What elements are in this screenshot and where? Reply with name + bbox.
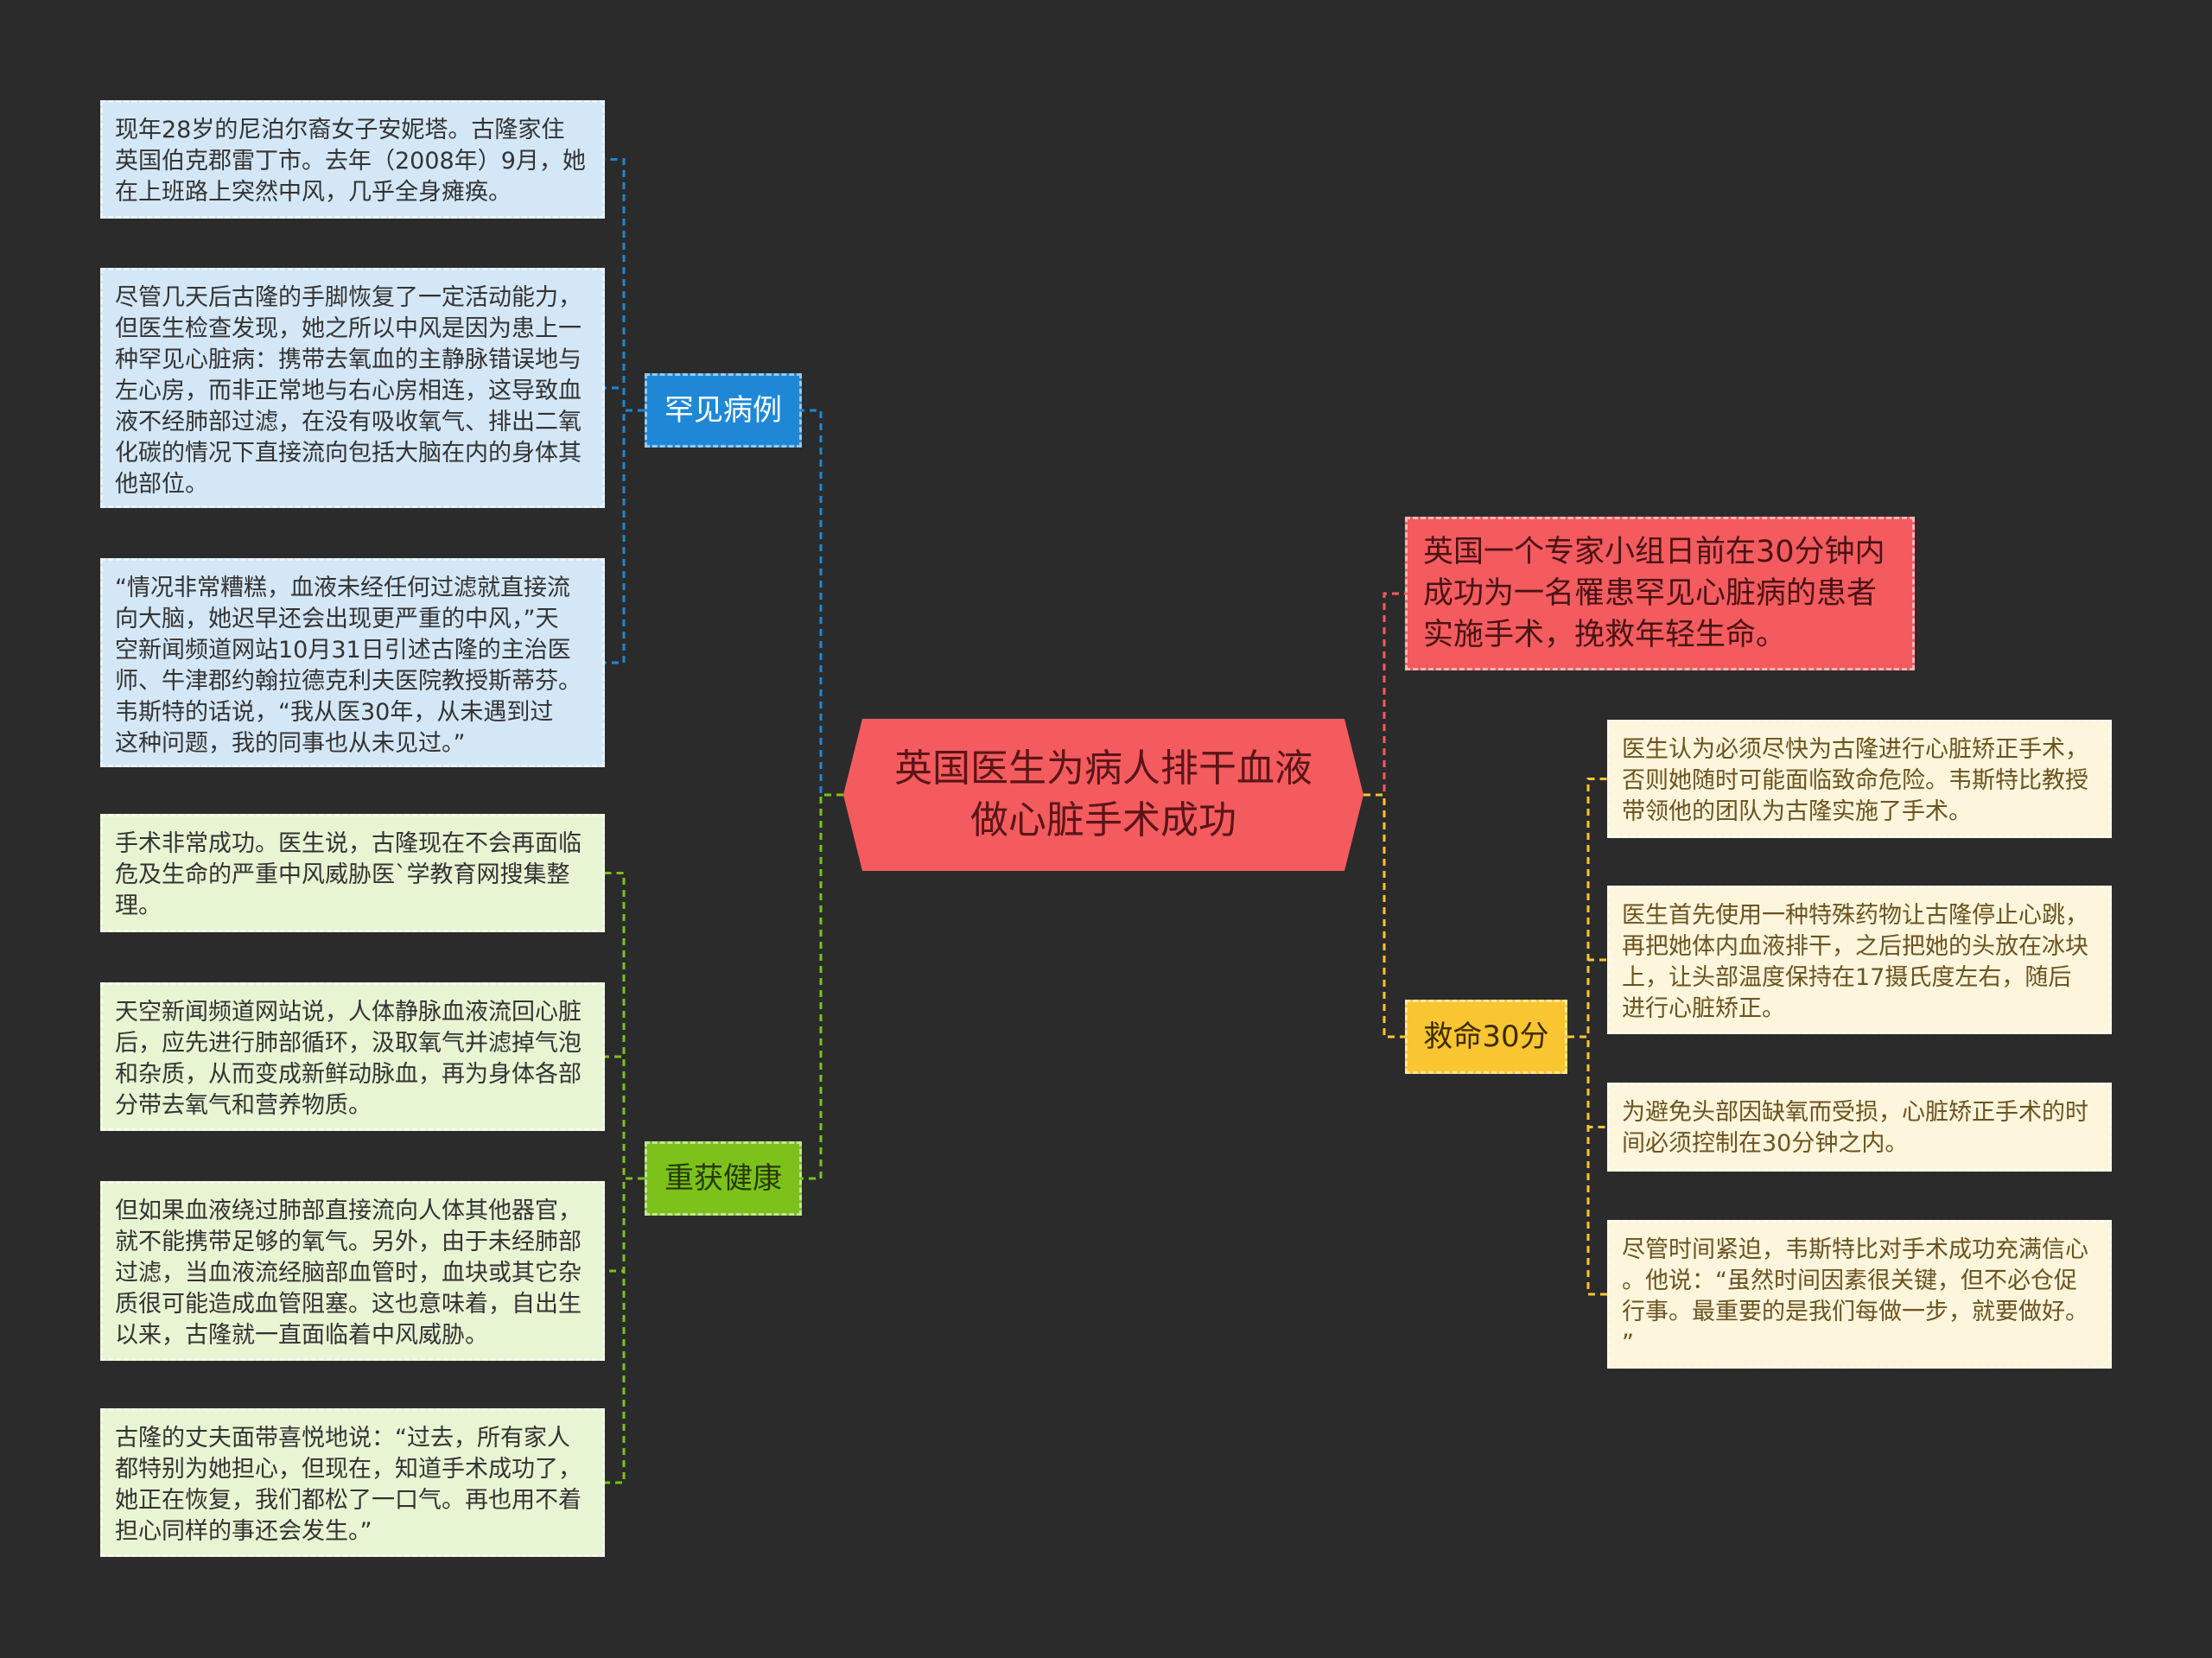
branch-recovery[interactable]: 重获健康 <box>645 1141 802 1216</box>
connector-l-health-3 <box>605 1177 645 1484</box>
leaf-rescue-4[interactable]: 尽管时间紧迫，韦斯特比对手术成功充满信心 。他说：“虽然时间因素很关键，但不必仓… <box>1607 1220 2112 1369</box>
central-topic[interactable]: 英国医生为病人排干血液 做心脏手术成功 <box>843 719 1363 871</box>
connector-l-rare-0 <box>605 158 645 412</box>
connector-l-rare-1 <box>605 386 645 412</box>
leaf-rescue-3[interactable]: 为避免头部因缺氧而受损，心脏矫正手术的时 间必须控制在30分钟之内。 <box>1607 1083 2112 1172</box>
branch-rare-cases[interactable]: 罕见病例 <box>645 373 802 448</box>
leaf-recovery-3[interactable]: 但如果血液绕过肺部直接流向人体其他器官， 就不能携带足够的氧气。另外，由于未经肺… <box>100 1181 605 1361</box>
leaf-rescue-2[interactable]: 医生首先使用一种特殊药物让古隆停止心跳， 再把她体内血液排干，之后把她的头放在冰… <box>1607 886 2112 1034</box>
leaf-rare-case-2[interactable]: 尽管几天后古隆的手脚恢复了一定活动能力， 但医生检查发现，她之所以中风是因为患上… <box>100 268 605 508</box>
leaf-rare-case-3[interactable]: “情况非常糟糕，血液未经任何过滤就直接流 向大脑，她迟早还会出现更严重的中风，”… <box>100 558 605 767</box>
branch-rescue-30-minutes[interactable]: 救命30分 <box>1405 1000 1567 1074</box>
connector-b-rescue <box>1363 793 1405 1039</box>
connector-l-rescue-0 <box>1567 778 1607 1039</box>
connector-l-rescue-3 <box>1567 1035 1607 1296</box>
connector-l-health-1 <box>605 1055 645 1180</box>
connector-l-rare-2 <box>605 409 645 664</box>
connector-b-rare <box>802 409 843 797</box>
connector-summary <box>1363 592 1405 797</box>
leaf-recovery-1[interactable]: 手术非常成功。医生说，古隆现在不会再面临 危及生命的严重中风威胁医`学教育网搜集… <box>100 814 605 932</box>
leaf-recovery-4[interactable]: 古隆的丈夫面带喜悦地说：“过去，所有家人 都特别为她担心，但现在，知道手术成功了… <box>100 1408 605 1557</box>
summary-node[interactable]: 英国一个专家小组日前在30分钟内 成功为一名罹患罕见心脏病的患者 实施手术，挽救… <box>1405 517 1915 670</box>
leaf-rare-case-1[interactable]: 现年28岁的尼泊尔裔女子安妮塔。古隆家住 英国伯克郡雷丁市。去年（2008年）9… <box>100 100 605 219</box>
central-topic-text: 英国医生为病人排干血液 做心脏手术成功 <box>894 746 1313 842</box>
leaf-recovery-2[interactable]: 天空新闻频道网站说，人体静脉血液流回心脏 后，应先进行肺部循环，汲取氧气并滤掉气… <box>100 982 605 1131</box>
connector-b-health <box>802 793 843 1180</box>
connector-l-rescue-1 <box>1567 958 1607 1039</box>
central-topic-shape <box>843 719 1363 871</box>
connector-l-health-0 <box>605 872 645 1180</box>
leaf-rescue-1[interactable]: 医生认为必须尽快为古隆进行心脏矫正手术， 否则她随时可能面临致命危险。韦斯特比教… <box>1607 720 2112 838</box>
